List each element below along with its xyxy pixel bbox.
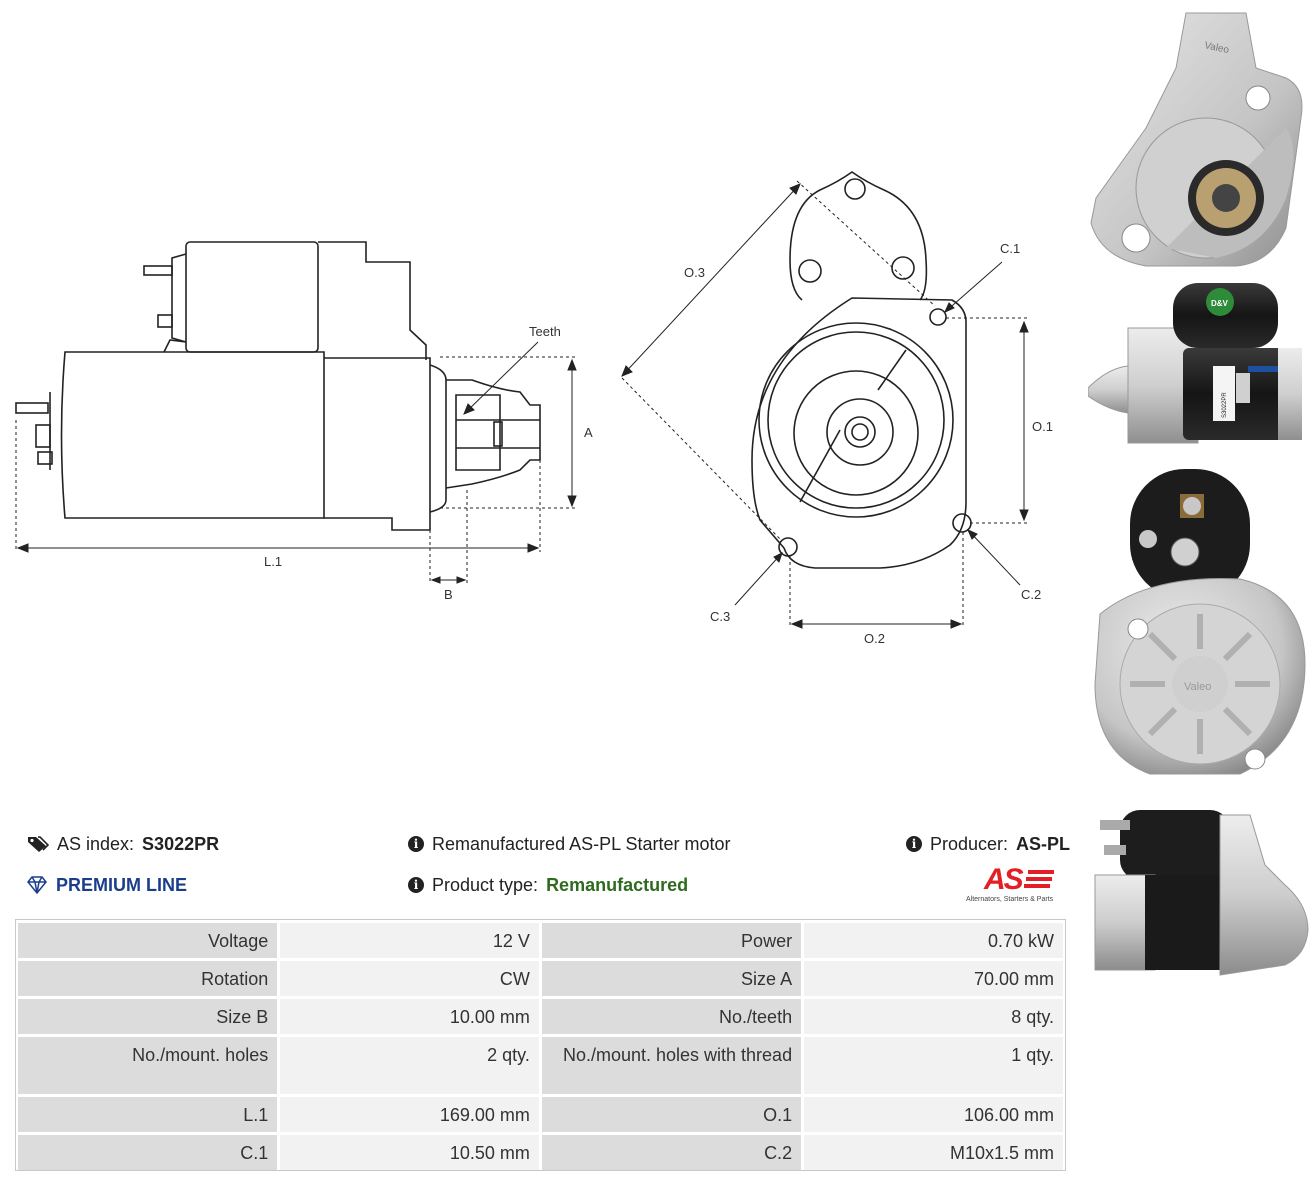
dim-o3-label: O.3 [684,265,705,280]
product-type-row: i Product type: Remanufactured [408,874,688,896]
valeo-mark: Valeo [1203,40,1230,56]
dv-badge: D&V [1211,299,1229,308]
dim-c1-label: C.1 [1000,241,1020,256]
dim-b-label: B [444,587,453,602]
spec-value: M10x1.5 mm [801,1132,1066,1173]
as-index-value: S3022PR [142,834,220,854]
as-pl-logo[interactable]: AS Alternators, Starters & Parts [962,864,1066,908]
product-photo-side[interactable]: D&V S3022PR [1088,278,1308,448]
spec-label: No./mount. holes with thread [538,1034,805,1097]
spec-label: Size A [538,958,805,999]
front-flange [789,171,928,301]
spec-label: L.1 [14,1094,281,1135]
spec-label: C.1 [14,1132,281,1173]
spec-label: Size B [14,996,281,1037]
as-index-row: AS index: S3022PR [27,833,219,855]
spec-label: Power [538,920,805,961]
spec-value: 106.00 mm [801,1094,1066,1135]
technical-drawing: Teeth A L.1 B [15,171,1053,646]
tags-icon [28,836,49,852]
spec-value: 10.00 mm [277,996,542,1037]
info-icon: i [408,877,424,893]
logo-letters: AS [984,863,1024,896]
spec-value: 2 qty. [277,1034,542,1097]
valeo-mark-rear: Valeo [1184,681,1211,693]
spec-value: 8 qty. [801,996,1066,1037]
spec-label: Voltage [14,920,281,961]
product-type-value: Remanufactured [546,875,689,895]
product-type-label: Product type: [432,875,539,895]
premium-line-label: PREMIUM LINE [56,875,188,895]
spec-label: No./mount. holes [14,1034,281,1097]
spec-label: C.2 [538,1132,805,1173]
diamond-icon [27,876,47,894]
spec-label: O.1 [538,1094,805,1135]
producer-row: i Producer: AS-PL [906,833,1070,855]
spec-value: 0.70 kW [801,920,1066,961]
product-photo-front[interactable]: Valeo [1086,8,1308,270]
premium-line-badge: PREMIUM LINE [26,874,187,896]
dim-c2-label: C.2 [1021,587,1041,602]
dim-o1-label: O.1 [1032,419,1053,434]
photo-part-label: S3022PR [1222,392,1228,418]
solenoid-cap [171,253,187,343]
spec-value: 1 qty. [801,1034,1066,1097]
info-icon: i [408,836,424,852]
producer-value: AS-PL [1016,834,1071,854]
product-photo-top[interactable] [1090,805,1310,977]
info-icon: i [906,836,922,852]
motor-body [60,351,325,519]
spec-value: CW [277,958,542,999]
spec-value: 10.50 mm [277,1132,542,1173]
dim-l1-label: L.1 [264,554,282,569]
logo-tagline: Alternators, Starters & Parts [966,896,1054,903]
dim-c3-label: C.3 [710,609,730,624]
as-index-label: AS index: [57,834,135,854]
front-housing [751,297,967,569]
product-photo-rear[interactable]: Valeo [1090,464,1310,784]
spec-label: Rotation [14,958,281,999]
spec-value: 12 V [277,920,542,961]
producer-label: Producer: [930,834,1009,854]
teeth-label: Teeth [529,324,561,339]
product-description: Remanufactured AS-PL Starter motor [432,834,731,854]
solenoid-outline [185,241,319,353]
description-row: i Remanufactured AS-PL Starter motor [408,833,730,855]
dim-o2-label: O.2 [864,631,885,646]
spec-label: No./teeth [538,996,805,1037]
spec-value: 169.00 mm [277,1094,542,1135]
dim-a-label: A [584,425,593,440]
spec-value: 70.00 mm [801,958,1066,999]
